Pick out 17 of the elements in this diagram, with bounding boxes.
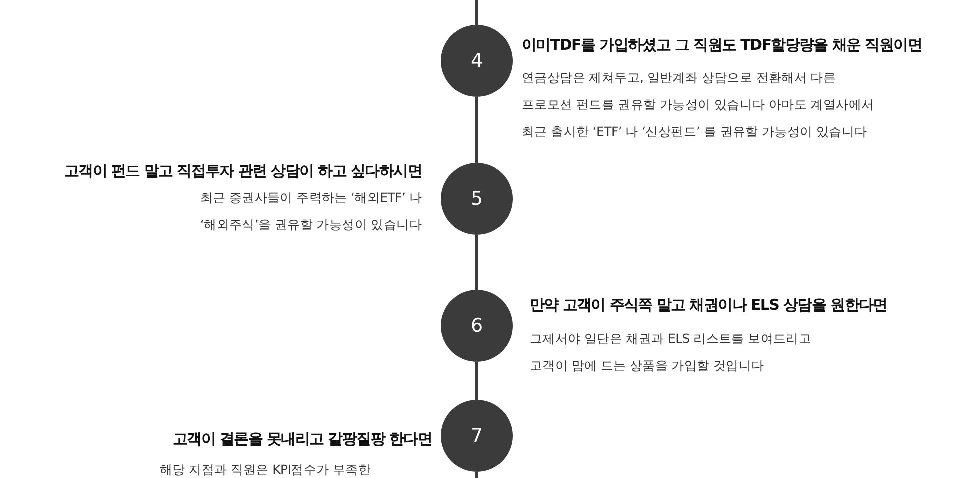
step-description: 최근 증권사들이 주력하는 ‘해외ETF’ 나 ‘해외주식’을 권유할 가능성이 있습니다	[199, 189, 422, 234]
step-number-circle: 4	[441, 25, 513, 97]
timeline-line	[476, 472, 478, 478]
step-description: 해당 지점과 직원은 KPI점수가 부족한	[160, 461, 372, 478]
step-number-circle: 7	[441, 400, 513, 472]
timeline-line	[476, 97, 478, 163]
step-description: 그제서야 일단은 채권과 ELS 리스트를 보여드리고 고객이 맘에 드는 상품을 가입할 것입니다	[530, 330, 813, 375]
step-number-circle: 5	[441, 163, 513, 235]
step-number-circle: 6	[441, 290, 513, 362]
step-heading: 만약 고객이 주식쪽 말고 채권이나 ELS 상담을 원한다면	[530, 296, 888, 315]
step-heading: 고객이 펀드 말고 직접투자 관련 상담이 하고 싶다하시면	[64, 162, 422, 181]
timeline-line	[476, 362, 478, 400]
step-description: 연금상담은 제쳐두고, 일반계좌 상담으로 전환해서 다른 프로모션 펀드를 권유할 가능성이 있습니다 아마도 계열사에서 최근 출시한 ‘ETF’ 나 ‘신상펀드’ 를 권유할 가능성이 있습니다	[522, 69, 876, 141]
step-heading: 고객이 결론을 못내리고 갈팡질팡 한다면	[172, 430, 432, 449]
timeline-line	[476, 0, 478, 25]
timeline-line	[476, 235, 478, 290]
step-heading: 이미TDF를 가입하셨고 그 직원도 TDF할당량을 채운 직원이면	[522, 36, 922, 55]
